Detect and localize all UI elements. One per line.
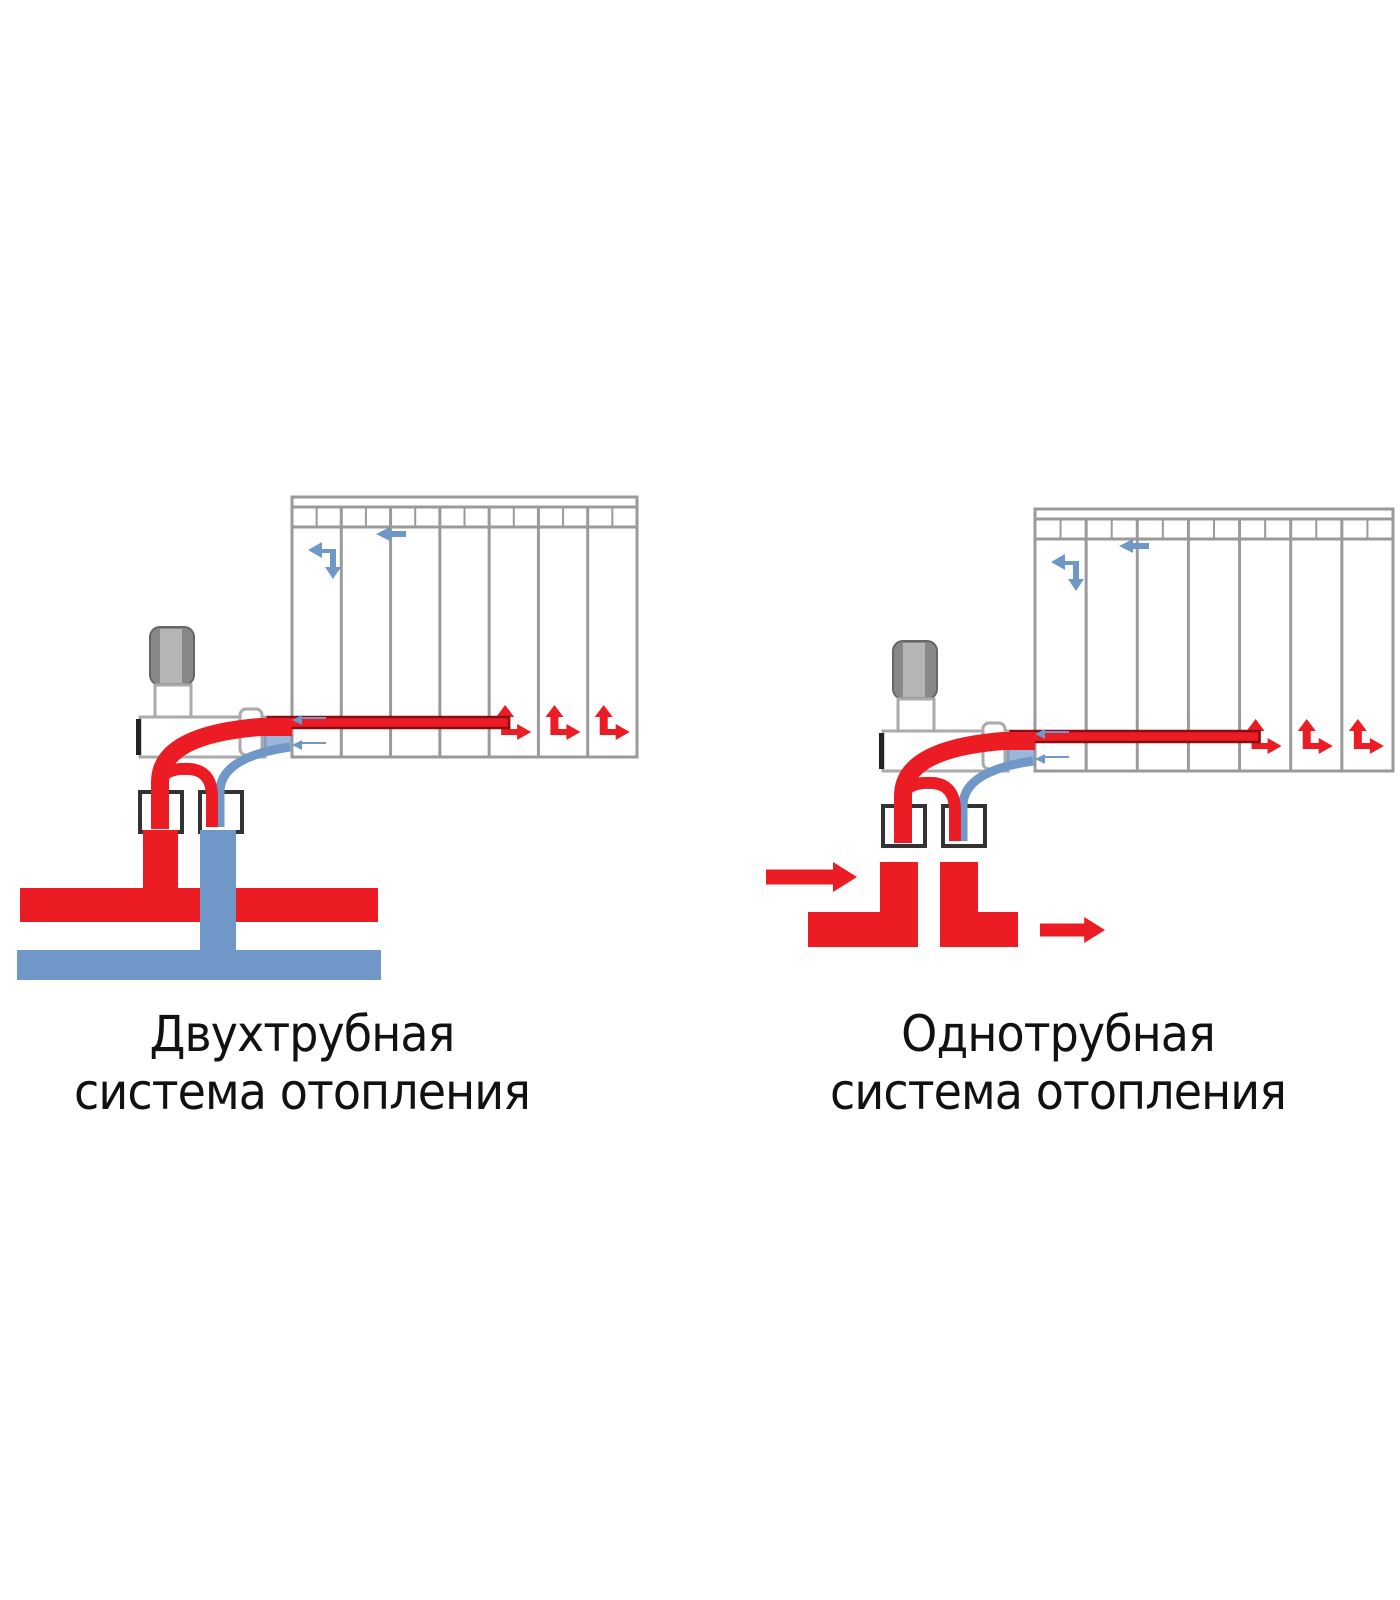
one-pipe-inlet-leg [808,862,918,947]
inlet-arrow-icon [1035,729,1069,739]
thermostat-head-highlight [160,629,182,683]
inflow-arrow-icon [766,862,857,892]
supply-flow-arrow-icon [545,705,581,740]
two-pipe-mains [17,830,381,980]
caption-one-pipe-line1: Однотрубная [901,1005,1216,1063]
radiator-outline [290,495,639,759]
caption-two-pipe: Двухтрубная система отопления [0,1005,624,1121]
valve-collar [153,683,193,719]
inlet-arrow-icon [1035,754,1069,764]
return-main-pipe [17,950,381,980]
supply-loop-tube [897,776,961,841]
return-flow-arrow-icon [308,542,341,579]
return-bypass-tube [215,742,291,827]
supply-main-pipe [20,888,378,922]
return-flow-arrow-icon [376,527,406,541]
thermostatic-valve [136,626,292,834]
supply-flow-arrow-icon [1246,719,1282,754]
one-pipe-main [766,862,1105,947]
supply-flow-arrow-icon [1348,719,1384,754]
one-pipe-outlet-leg [940,862,1018,947]
caption-two-pipe-line1: Двухтрубная [149,1005,456,1063]
supply-loop-tube [154,762,218,827]
valve-cap [136,719,141,755]
radiator [250,495,639,759]
caption-one-pipe: Однотрубная система отопления [736,1005,1380,1121]
return-flow-arrow-icon [1119,539,1149,553]
radiator-outline [1033,507,1395,773]
thermostatic-valve [879,640,1035,848]
supply-flow-arrow-icon [594,705,630,740]
valve-collar [896,697,936,733]
return-riser-pipe-front [200,830,236,980]
supply-flow-arrow-icon [1297,719,1333,754]
radiator-unit-two-pipe [17,495,639,980]
supply-flow-arrow-icon [496,705,532,740]
caption-one-pipe-line2: система отопления [830,1063,1287,1121]
outflow-arrow-icon [1040,917,1105,943]
inlet-arrow-icon [292,715,326,725]
caption-two-pipe-line2: система отопления [74,1063,531,1121]
return-bypass-tube [958,756,1034,841]
return-flow-arrow-icon [1051,554,1084,591]
thermostat-head-highlight [903,643,925,697]
radiator-unit-one-pipe [766,507,1395,947]
radiator [993,507,1395,773]
valve-cap [879,733,884,769]
inlet-arrow-icon [292,740,326,750]
